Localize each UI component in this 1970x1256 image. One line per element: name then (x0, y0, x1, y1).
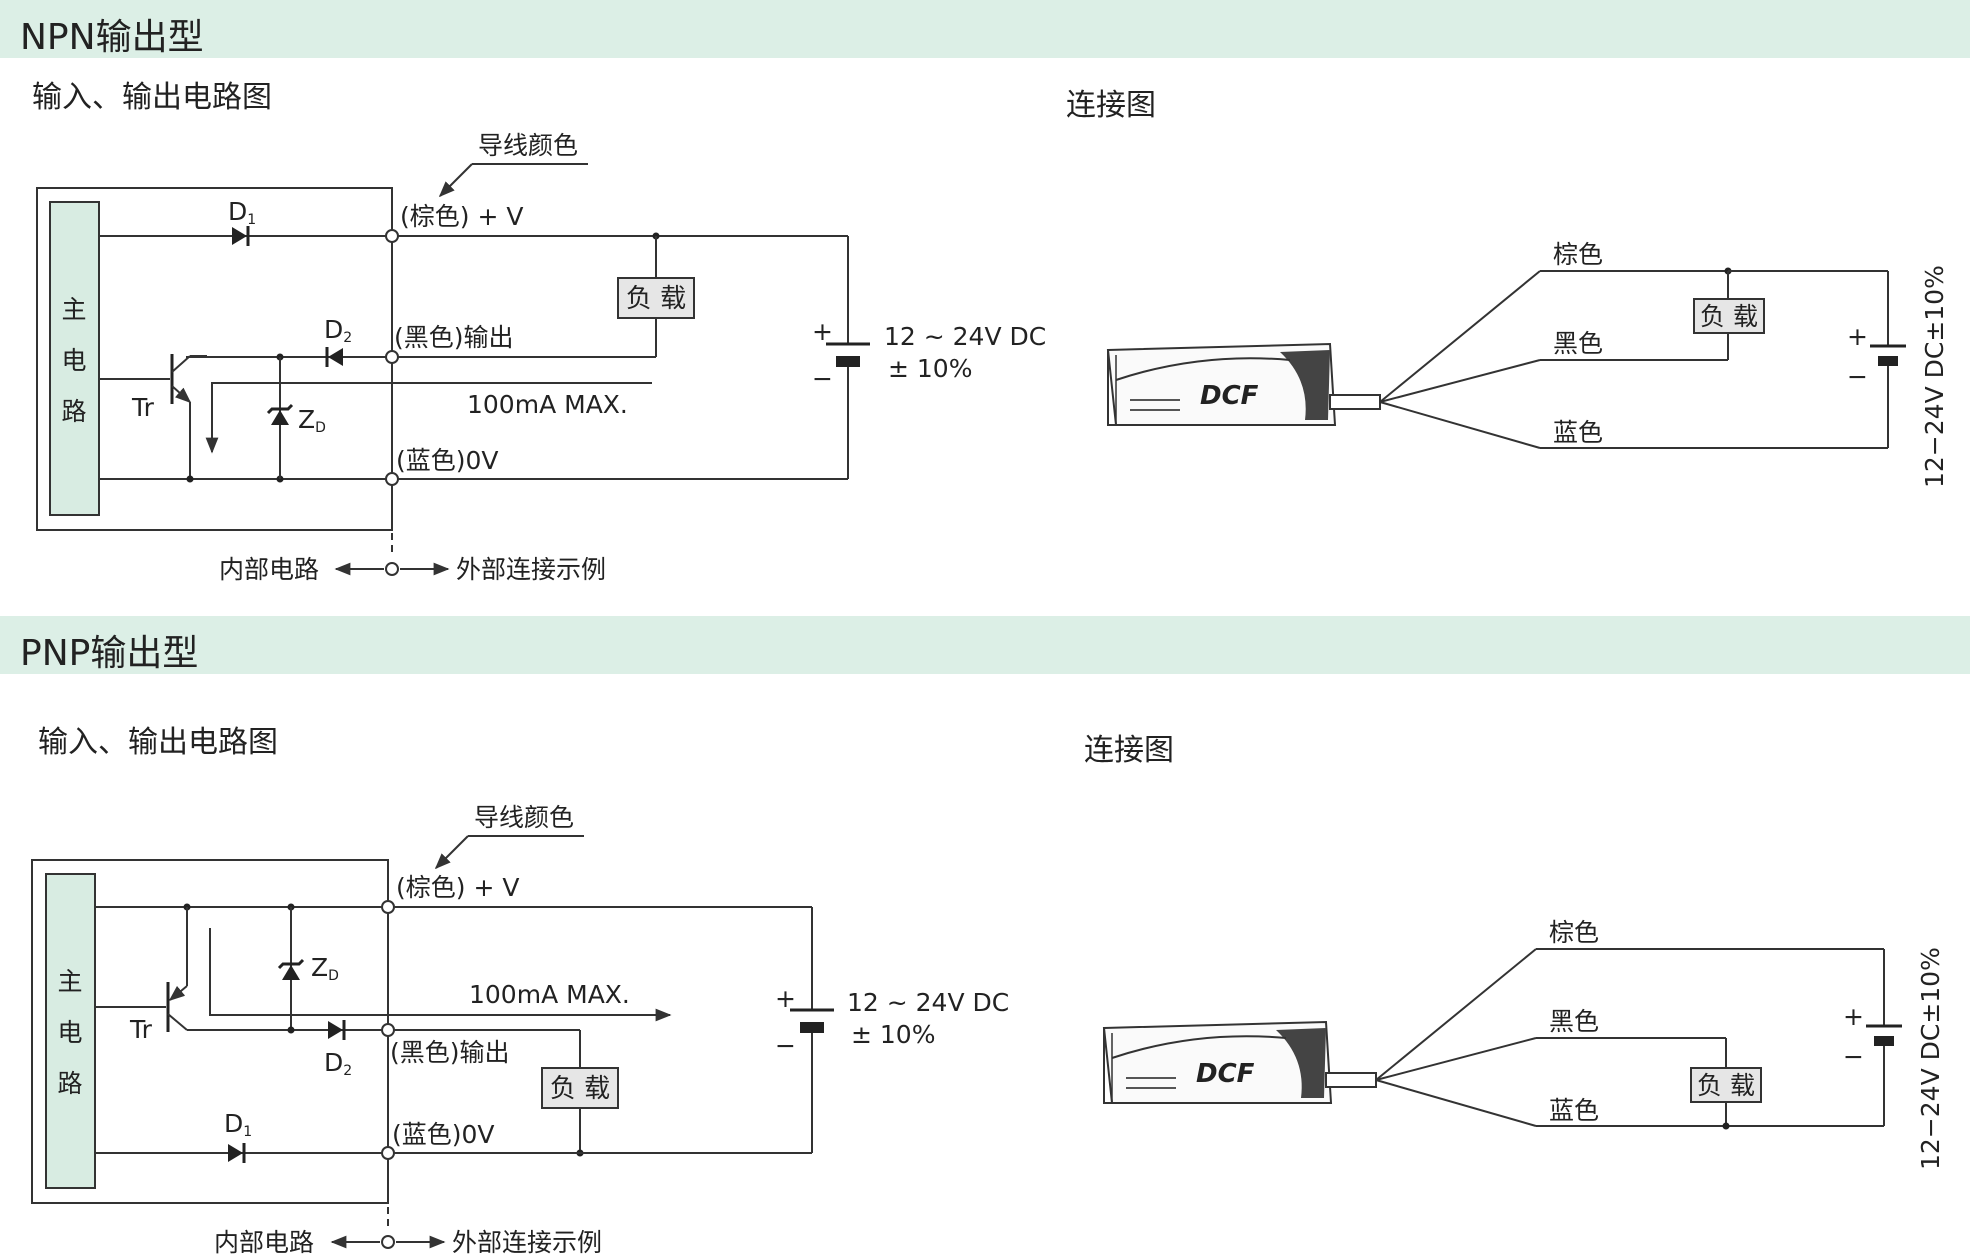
pnp-terminal-plus-v (381, 900, 395, 914)
npn-d1-label: D1 (228, 197, 256, 228)
pnp-conn-voltage-label: 12−24V DC±10% (1916, 947, 1945, 1170)
npn-circuit-heading: 输入、输出电路图 (32, 80, 272, 115)
npn-connection-heading: 连接图 (1066, 88, 1156, 123)
pnp-minus-sign: − (775, 1031, 796, 1060)
npn-tr-label: Tr (131, 393, 155, 422)
npn-zd-label: ZD (298, 405, 326, 436)
npn-d2-diode-icon (328, 348, 343, 366)
npn-brand-label: DCF (1200, 381, 1259, 411)
pnp-connection-diagram: 连接图 DCF 棕色 黑色 蓝色 负 载 + − 12−24V DC±10% (1084, 733, 1945, 1170)
npn-d1-diode-icon (232, 227, 247, 245)
pnp-conn-brown-label: 棕色 (1549, 918, 1599, 947)
pnp-black-output-label: (黑色)输出 (390, 1038, 510, 1067)
pnp-external-label: 外部连接示例 (452, 1228, 602, 1256)
npn-minus-sign: − (812, 364, 833, 393)
pnp-zener-icon (282, 965, 300, 980)
npn-main-char-2: 电 (61, 346, 86, 375)
pnp-conn-minus: − (1843, 1042, 1864, 1071)
npn-conn-brown-label: 棕色 (1553, 240, 1603, 269)
npn-main-circuit-block (49, 201, 100, 516)
npn-wire-color-label: 导线颜色 (478, 131, 578, 160)
pnp-wire-color-label: 导线颜色 (474, 803, 574, 832)
pnp-conn-blue-label: 蓝色 (1549, 1096, 1599, 1125)
npn-load-label: 负 载 (626, 284, 686, 314)
pnp-internal-label: 内部电路 (214, 1228, 314, 1256)
pnp-section-title: PNP输出型 (20, 633, 199, 674)
npn-current-label: 100mA MAX. (467, 390, 628, 419)
npn-blue-0v-label: (蓝色)0V (396, 446, 499, 475)
npn-conn-load-box (1693, 298, 1765, 334)
pnp-conn-black-label: 黑色 (1549, 1007, 1599, 1036)
pnp-tr-label: Tr (129, 1015, 153, 1044)
pnp-d1-label: D1 (224, 1109, 252, 1140)
pnp-brown-plus-v-label: (棕色) + V (396, 873, 519, 902)
npn-conn-minus: − (1847, 362, 1868, 391)
pnp-blue-0v-label: (蓝色)0V (392, 1120, 495, 1149)
npn-conn-load-label: 负 载 (1700, 302, 1758, 331)
pnp-conn-plus: + (1843, 1002, 1864, 1031)
pnp-terminal-output (381, 1023, 395, 1037)
npn-tolerance-label: ± 10% (888, 354, 972, 383)
pnp-voltage-label: 12 ~ 24V DC (847, 988, 1009, 1017)
npn-d2-label: D2 (324, 315, 352, 346)
npn-conn-blue-label: 蓝色 (1553, 418, 1603, 447)
pnp-d2-label: D2 (324, 1048, 352, 1079)
npn-connection-diagram: 连接图 DCF 棕色 黑色 蓝色 负 载 + − 12−24V (1066, 88, 1949, 488)
pnp-conn-load-label: 负 载 (1697, 1071, 1755, 1100)
npn-terminal-plus-v (385, 229, 399, 243)
npn-conn-black-label: 黑色 (1553, 329, 1603, 358)
pnp-main-char-3: 路 (57, 1069, 82, 1098)
pnp-main-circuit-block (45, 873, 96, 1189)
npn-brown-plus-v-label: (棕色) + V (400, 202, 523, 231)
pnp-sensor-icon (1102, 1020, 1333, 1104)
npn-section-band: NPN输出型 (0, 0, 1970, 58)
pnp-main-char-1: 主 (57, 967, 82, 996)
pnp-d1-diode-icon (228, 1144, 243, 1162)
npn-section-title: NPN输出型 (20, 17, 204, 58)
npn-black-output-label: (黑色)输出 (394, 323, 514, 352)
pnp-circuit-diagram: 输入、输出电路图 导线颜色 主 电 路 Tr ZD D2 100mA (31, 725, 1009, 1256)
npn-wire-color-pointer (438, 163, 473, 198)
npn-main-char-1: 主 (61, 295, 86, 324)
pnp-d2-diode-icon (328, 1021, 343, 1039)
npn-sensor-icon (1106, 342, 1337, 426)
pnp-section-band: PNP输出型 (0, 616, 1970, 674)
npn-internal-label: 内部电路 (219, 555, 319, 584)
npn-conn-plus: + (1847, 322, 1868, 351)
pnp-brand-label: DCF (1196, 1059, 1255, 1089)
npn-plus-sign: + (812, 317, 833, 346)
pnp-circuit-heading: 输入、输出电路图 (38, 725, 278, 760)
npn-load-box (617, 277, 695, 319)
npn-main-char-3: 路 (61, 397, 86, 426)
npn-circuit-diagram: 输入、输出电路图 导线颜色 主 电 路 D1 Tr D2 (32, 80, 1046, 584)
pnp-zd-label: ZD (311, 953, 339, 984)
npn-terminal-output (385, 350, 399, 364)
pnp-wire-color-pointer (434, 835, 469, 870)
pnp-plus-sign: + (775, 984, 796, 1013)
pnp-current-label: 100mA MAX. (469, 980, 630, 1009)
npn-zener-icon (271, 410, 289, 425)
pnp-tolerance-label: ± 10% (851, 1020, 935, 1049)
pnp-connection-heading: 连接图 (1084, 733, 1174, 768)
pnp-load-box (541, 1067, 619, 1109)
npn-voltage-label: 12 ~ 24V DC (884, 322, 1046, 351)
npn-conn-voltage-label: 12−24V DC±10% (1920, 265, 1949, 488)
pnp-main-char-2: 电 (57, 1018, 82, 1047)
pnp-load-label: 负 载 (550, 1074, 610, 1104)
npn-external-label: 外部连接示例 (456, 555, 606, 584)
